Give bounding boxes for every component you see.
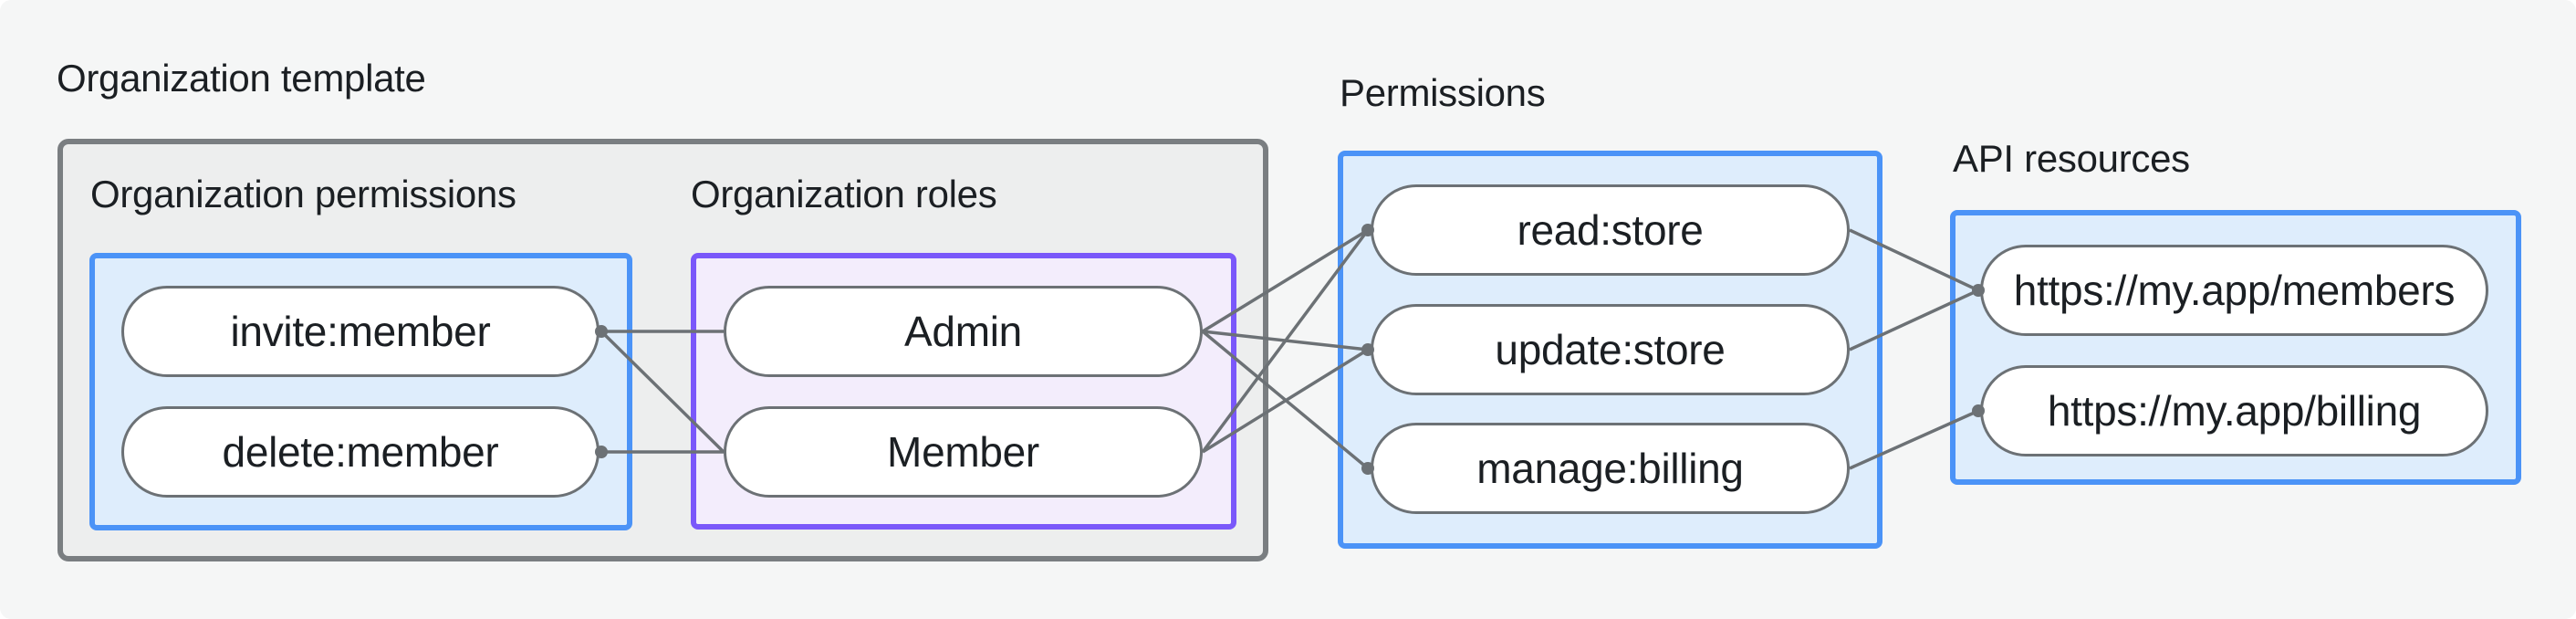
node-delete-member: delete:member xyxy=(121,406,600,498)
organization-template-title: Organization template xyxy=(57,57,426,100)
node-manage-billing: manage:billing xyxy=(1371,423,1850,514)
organization-roles-title: Organization roles xyxy=(691,173,997,215)
node-update-store: update:store xyxy=(1371,304,1850,395)
permissions-title: Permissions xyxy=(1340,71,1546,114)
node-member-role: Member xyxy=(724,406,1203,498)
node-read-store: read:store xyxy=(1371,184,1850,276)
node-api-billing: https://my.app/billing xyxy=(1980,365,2488,456)
node-admin-role: Admin xyxy=(724,286,1203,377)
node-invite-member: invite:member xyxy=(121,286,600,377)
organization-permissions-title: Organization permissions xyxy=(90,173,516,215)
node-api-members: https://my.app/members xyxy=(1980,245,2488,336)
api-resources-title: API resources xyxy=(1953,137,2190,180)
